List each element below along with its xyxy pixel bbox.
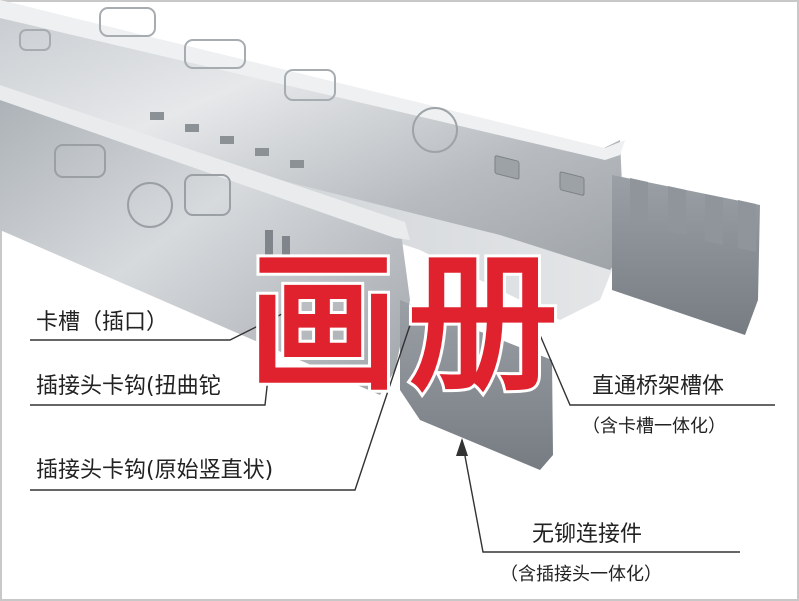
label-connector: 无铆连接件 [532,522,643,547]
back-wall-embossing [19,7,336,101]
logo-emboss [412,107,458,153]
leader-arrow [456,438,468,456]
label-slot: 卡槽（插口） [36,310,169,335]
back-connector-tab [705,194,723,245]
front-wall-embossing [54,144,231,216]
label-connector-note: （含插接头一体化） [500,564,662,585]
label-hook-bent: 插接头卡钩(扭曲铊 [36,374,221,399]
back-connector-tab [668,186,686,235]
label-hook-original: 插接头卡钩(原始竖直状) [36,458,274,483]
back-connector-tab [738,200,756,252]
back-wall-slots [494,155,585,196]
front-side-wall [0,85,410,395]
logo-emboss [127,182,173,228]
label-tray-body: 直通桥架槽体 [592,374,725,399]
back-side-wall [0,0,625,270]
leader-lines [30,304,775,553]
label-tray-body-note: （含卡槽一体化） [582,416,726,437]
front-hooks [265,230,290,266]
back-wall-lip [0,0,625,160]
front-connector-plate [400,300,553,470]
floor-slots [150,112,304,168]
overlay-watermark-text: 画册 [245,238,569,412]
front-wall-lip [0,85,410,240]
back-connector-tab [630,178,648,225]
